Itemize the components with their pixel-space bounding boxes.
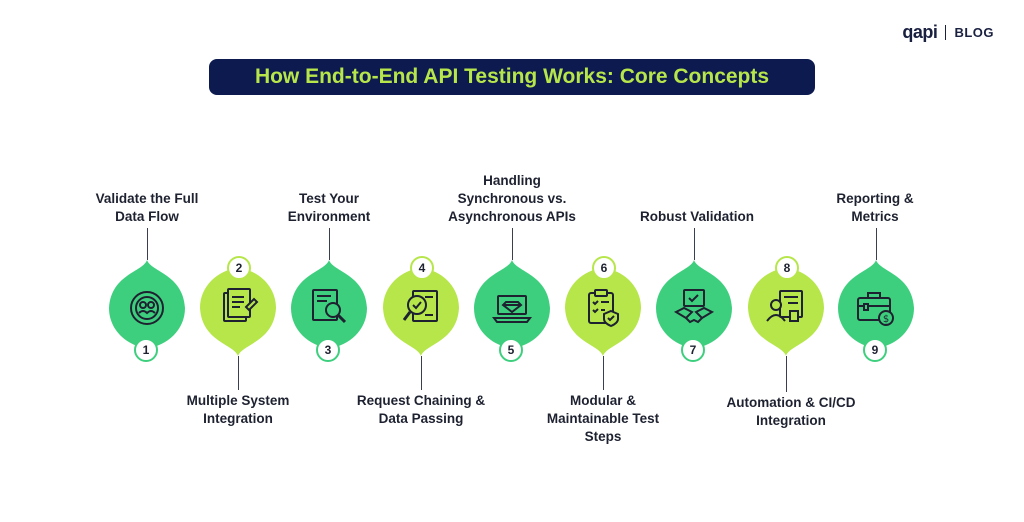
- title-banner: How End-to-End API Testing Works: Core C…: [209, 59, 815, 95]
- step-1-label-line-2: Data Flow: [115, 209, 179, 224]
- briefcase-dollar-icon: $: [857, 292, 894, 326]
- step-5-label-line-2: Synchronous vs.: [457, 191, 567, 206]
- step-1-connector: [146, 228, 148, 260]
- step-3-label: Test Your Environment: [254, 190, 404, 226]
- document-search-icon: [312, 289, 347, 324]
- step-3-number: 3: [316, 338, 340, 362]
- step-4-label-line-1: Request Chaining &: [356, 393, 486, 408]
- step-4-number: 4: [410, 256, 434, 280]
- step-9-shape: [838, 260, 914, 348]
- step-8-label-line-2: Integration: [756, 413, 826, 428]
- step-2-connector: [237, 356, 239, 390]
- clipboard-check-icon: [588, 289, 619, 328]
- step-3-label-line-1: Test Your: [298, 191, 359, 206]
- step-7-label: Robust Validation: [617, 208, 777, 226]
- user-documents-icon: [766, 290, 803, 322]
- step-6-label-line-3: Steps: [584, 429, 622, 444]
- step-5-label-line-1: Handling: [483, 173, 541, 188]
- step-1-label: Validate the Full Data Flow: [72, 190, 222, 226]
- step-6-label-line-1: Modular &: [570, 393, 636, 408]
- step-9-connector: [875, 228, 877, 260]
- step-3-connector: [328, 228, 330, 260]
- step-7-connector: [693, 228, 695, 260]
- step-8-label: Automation & CI/CD Integration: [706, 394, 876, 430]
- brand-divider: [945, 25, 947, 40]
- step-2-label-line-1: Multiple System: [186, 393, 290, 408]
- step-6-label-line-2: Maintainable Test: [546, 411, 660, 426]
- step-7-shape: [656, 260, 732, 348]
- step-2-label: Multiple System Integration: [163, 392, 313, 428]
- step-3-label-line-2: Environment: [287, 209, 371, 224]
- user-check-icon: [130, 291, 164, 325]
- step-9-label: Reporting & Metrics: [800, 190, 950, 226]
- step-7-number: 7: [681, 338, 705, 362]
- step-2-label-line-2: Integration: [203, 411, 273, 426]
- page-title: How End-to-End API Testing Works: Core C…: [254, 65, 770, 88]
- step-4-label-line-2: Data Passing: [378, 411, 464, 426]
- step-9-label-line-1: Reporting &: [836, 191, 914, 206]
- step-4-label: Request Chaining & Data Passing: [336, 392, 506, 428]
- magnify-document-icon: [402, 290, 438, 322]
- brand-logo[interactable]: qapi BLOG: [902, 22, 994, 43]
- step-5-number: 5: [499, 338, 523, 362]
- step-8-shape: [748, 268, 824, 356]
- step-5-label-line-3: Asynchronous APIs: [448, 209, 576, 224]
- step-8-label-line-1: Automation & CI/CD: [726, 395, 856, 410]
- step-9-number: 9: [863, 338, 887, 362]
- step-8-number: 8: [775, 256, 799, 280]
- step-5-connector: [511, 228, 513, 260]
- brand-section: BLOG: [954, 25, 994, 40]
- step-7-label-line-1: Robust Validation: [639, 209, 754, 224]
- svg-text:$: $: [883, 314, 889, 325]
- step-6-connector: [602, 356, 604, 390]
- document-edit-icon: [223, 288, 259, 322]
- step-6-label: Modular & Maintainable Test Steps: [528, 392, 678, 446]
- step-6-number: 6: [592, 256, 616, 280]
- step-9-label-line-2: Metrics: [851, 209, 899, 224]
- step-1-shape: [109, 260, 185, 348]
- laptop-diamond-icon: [492, 295, 532, 323]
- brand-logo-text: qapi: [902, 22, 938, 42]
- step-6-shape: [565, 268, 641, 356]
- handshake-icon: [673, 289, 715, 324]
- step-1-number: 1: [134, 338, 158, 362]
- step-5-label: Handling Synchronous vs. Asynchronous AP…: [427, 172, 597, 226]
- step-1-label-line-1: Validate the Full: [95, 191, 199, 206]
- step-8-connector: [785, 356, 787, 392]
- step-4-connector: [420, 356, 422, 390]
- step-2-number: 2: [227, 256, 251, 280]
